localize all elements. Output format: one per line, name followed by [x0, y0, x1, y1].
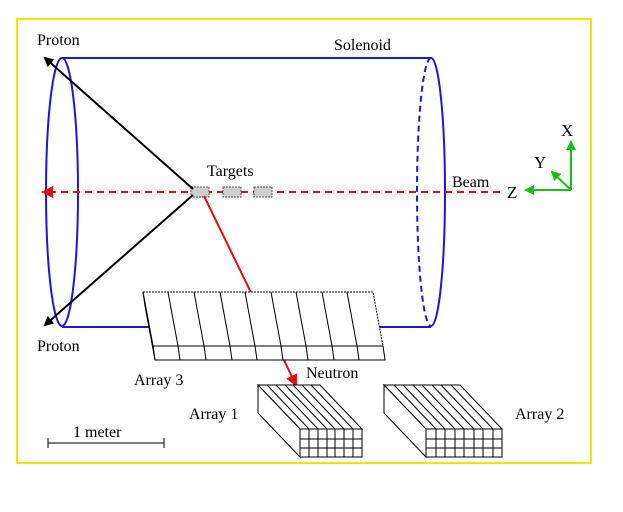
beam-label: Beam: [452, 174, 490, 191]
array-2: [382, 383, 504, 459]
array-1-segments: [266, 384, 362, 457]
solenoid-back-ring-hidden: [416, 57, 432, 327]
target-2: [222, 186, 242, 198]
scale-bar: [47, 438, 165, 448]
target-3: [253, 186, 273, 198]
proton-track-bottom: [43, 194, 194, 327]
targets: [190, 186, 273, 198]
targets-label: Targets: [207, 163, 254, 180]
diagram-frame: [16, 18, 592, 464]
proton-bottom-label: Proton: [37, 338, 80, 355]
axis-y-label: Y: [534, 153, 546, 172]
axis-z-label: Z: [507, 183, 517, 202]
array-2-label: Array 2: [515, 406, 564, 423]
array-3-label: Array 3: [134, 372, 183, 389]
coordinate-axes: X Y Z: [507, 121, 576, 202]
axis-x-label: X: [561, 121, 573, 140]
solenoid-label: Solenoid: [334, 37, 391, 54]
neutron-label: Neutron: [306, 365, 358, 382]
target-1: [190, 186, 210, 198]
proton-top-label: Proton: [37, 32, 80, 49]
axis-y-arrow: [550, 170, 572, 191]
proton-track-top: [43, 56, 194, 190]
array-2-segments: [393, 384, 502, 457]
array-3: [142, 291, 386, 361]
array-1: [256, 383, 364, 459]
array-1-label: Array 1: [189, 406, 238, 423]
array-3-segments: [167, 291, 360, 361]
scale-label: 1 meter: [73, 424, 122, 441]
